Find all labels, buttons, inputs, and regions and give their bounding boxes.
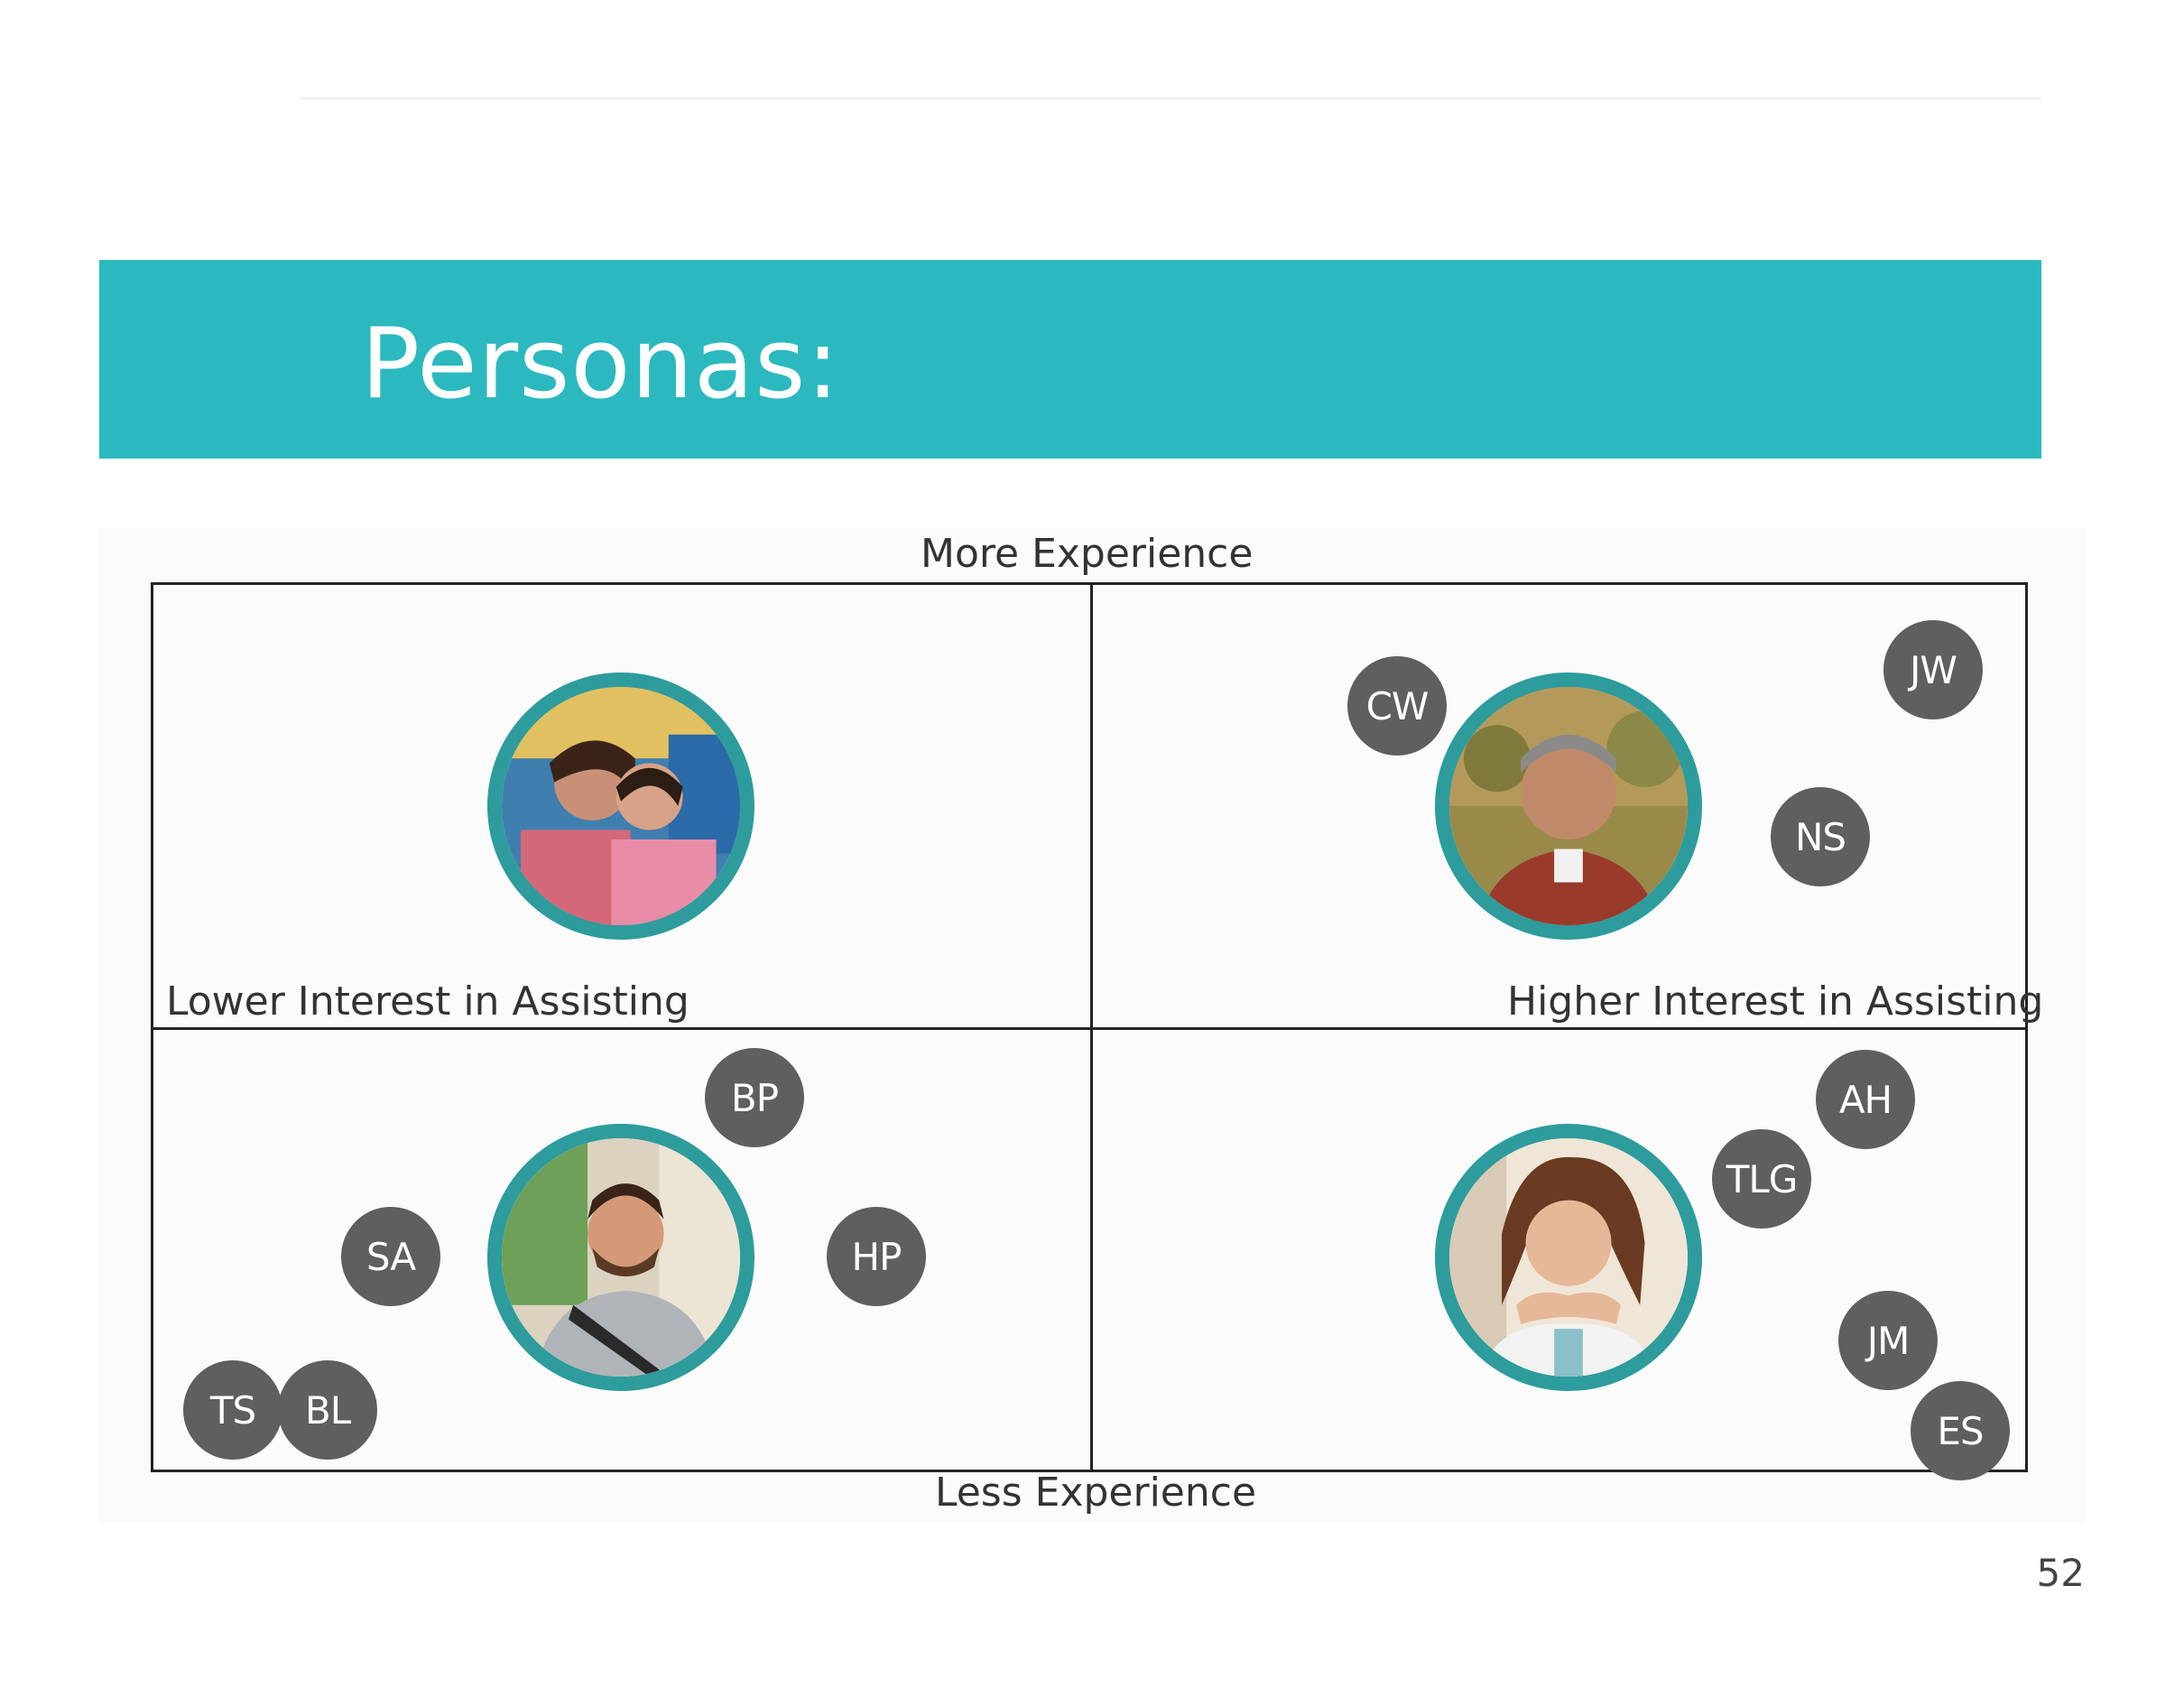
initials-bubble-es: ES (1911, 1381, 2010, 1480)
persona-photo-smiling-woman (1435, 1124, 1702, 1391)
page-title: Personas: (361, 308, 840, 421)
initials-bubble-tlg: TLG (1712, 1129, 1811, 1229)
initials-bubble-jw: JW (1883, 620, 1983, 719)
axis-label-right: Higher Interest in Assisting (1507, 978, 2044, 1025)
quadrant-grid (151, 582, 2028, 1472)
initials-bubble-ah: AH (1816, 1050, 1915, 1149)
initials-bubble-jm: JM (1838, 1291, 1938, 1390)
initials-bubble-ts: TS (183, 1360, 282, 1460)
initials-bubble-sa: SA (341, 1207, 440, 1306)
initials-bubble-bp: BP (705, 1048, 804, 1147)
title-banner: Personas: (99, 260, 2041, 459)
axis-label-left: Lower Interest in Assisting (166, 978, 689, 1025)
horizontal-axis-line (153, 1027, 2025, 1030)
header-divider (300, 97, 2041, 99)
initials-bubble-ns: NS (1771, 787, 1870, 886)
initials-bubble-hp: HP (827, 1207, 926, 1306)
page-number: 52 (2036, 1551, 2085, 1595)
persona-photo-middle-aged-man (1435, 672, 1702, 940)
persona-photo-mother-daughter (487, 672, 754, 940)
initials-bubble-cw: CW (1347, 656, 1447, 756)
initials-bubble-bl: BL (278, 1360, 377, 1460)
axis-label-bottom: Less Experience (935, 1470, 1257, 1516)
axis-label-top: More Experience (921, 531, 1254, 577)
persona-photo-young-man (487, 1124, 754, 1391)
